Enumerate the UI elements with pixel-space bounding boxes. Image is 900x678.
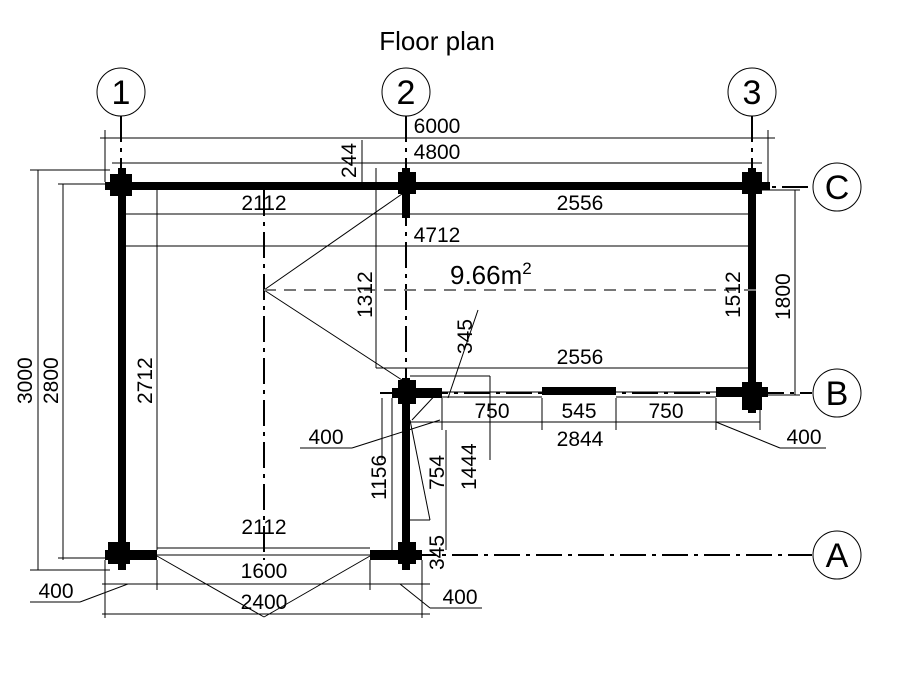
axis-label-2: 2: [397, 74, 416, 112]
dim-2556-top: 2556: [557, 192, 604, 215]
dim-1156: 1156: [368, 455, 391, 500]
axis-label-1: 1: [112, 74, 131, 112]
dim-400-right: 400: [786, 426, 821, 449]
axis-label-3: 3: [743, 74, 762, 112]
axis-marker-a: A: [812, 530, 862, 580]
dim-345-top: 345: [454, 319, 477, 354]
axis-marker-1: 1: [96, 67, 146, 117]
axis-marker-c: C: [812, 162, 862, 212]
dim-1512: 1512: [722, 271, 745, 318]
axis-label-a: A: [826, 537, 849, 575]
dim-4800: 4800: [414, 141, 461, 164]
dim-2112-top: 2112: [241, 192, 286, 215]
dim-2800: 2800: [40, 357, 63, 404]
axis-marker-3: 3: [727, 67, 777, 117]
axis-marker-b: B: [812, 368, 862, 418]
dim-6000: 6000: [414, 115, 461, 138]
dim-400-mid: 400: [308, 426, 343, 449]
dim-2844: 2844: [557, 428, 604, 451]
area-unit-superscript: 2: [522, 259, 531, 278]
dim-4712: 4712: [414, 224, 461, 247]
axis-label-b: B: [826, 375, 849, 413]
dim-750-right: 750: [648, 400, 683, 423]
dimension-lines: [30, 130, 826, 618]
dim-750-left: 750: [474, 400, 509, 423]
dim-1800: 1800: [772, 273, 795, 320]
dim-2112-bottom: 2112: [241, 516, 286, 539]
axis-marker-2: 2: [381, 67, 431, 117]
dim-3000: 3000: [14, 357, 37, 404]
dim-1600: 1600: [241, 560, 288, 583]
area-value: 9.66m: [450, 260, 522, 290]
dim-244: 244: [338, 143, 361, 178]
dim-400-bottom-left: 400: [38, 580, 73, 603]
svg-text:9.66m2: 9.66m2: [450, 259, 532, 290]
axis-label-c: C: [825, 169, 850, 207]
dim-1444: 1444: [458, 443, 481, 490]
dim-1312: 1312: [354, 271, 377, 318]
dim-400-bottom-right: 400: [442, 586, 477, 609]
dim-754: 754: [426, 455, 449, 490]
dim-345-bottom: 345: [426, 535, 449, 570]
dim-2556-mid: 2556: [557, 346, 604, 369]
dim-2400: 2400: [241, 591, 288, 614]
dim-545: 545: [561, 400, 596, 423]
dim-2712: 2712: [134, 357, 157, 404]
page-title: Floor plan: [379, 26, 495, 56]
area-label: 9.66m2: [450, 259, 532, 290]
thin-lines: [126, 168, 748, 618]
